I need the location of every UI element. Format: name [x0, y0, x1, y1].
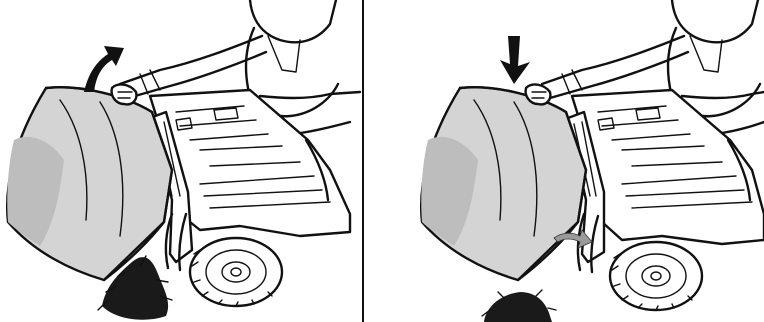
rear-wheel	[190, 238, 282, 306]
grass-catcher-bag	[421, 87, 586, 280]
operator-hand	[112, 85, 137, 105]
operator-hand	[526, 85, 551, 105]
grass-catcher-bag	[7, 87, 172, 280]
panel-emptying-raise	[0, 0, 362, 322]
illustration-left	[0, 0, 362, 322]
grass-clippings	[482, 290, 556, 322]
panel-divider	[362, 0, 364, 322]
lower-arrow-icon	[500, 36, 530, 84]
rear-wheel	[610, 242, 702, 310]
panel-emptying-lower	[366, 0, 764, 322]
illustration-right	[366, 0, 764, 322]
